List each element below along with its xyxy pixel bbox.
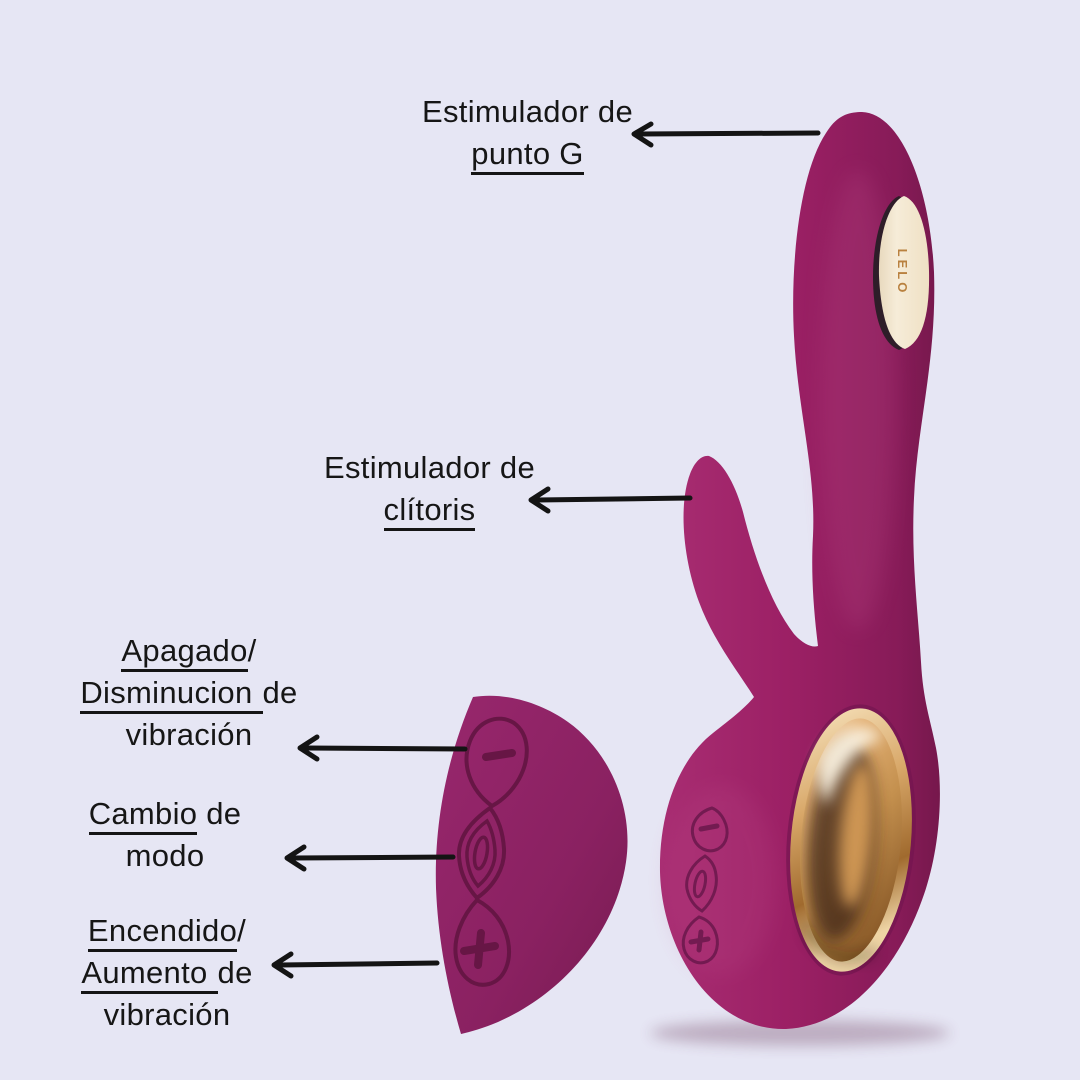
device-shadow [650, 1020, 950, 1046]
label-clitoris-stimulator: Estimulador de clítoris [272, 447, 587, 531]
arrows [271, 121, 821, 979]
minus-glyph [482, 749, 516, 761]
inset-buttons [453, 716, 529, 987]
body-minus-button-icon [690, 806, 729, 853]
control-inset [435, 695, 628, 1034]
body-mode-glyph [692, 869, 708, 899]
label-gspot-line1: Estimulador de [422, 94, 633, 129]
minus-icon [464, 716, 529, 809]
label-mode-line2: modo [125, 838, 205, 873]
mode-wave-core [472, 835, 490, 871]
mode-wave-inner [465, 818, 497, 889]
arrow-clitoris [528, 486, 693, 514]
ring-band [790, 708, 912, 972]
label-power-down-line1: Apagado/ [33, 630, 345, 672]
ring-bottom-shadow [804, 925, 877, 961]
label-clitoris-line1: Estimulador de [324, 450, 535, 485]
plus-glyph [460, 929, 499, 969]
body-minus-glyph [698, 823, 720, 832]
control-inset-shape [435, 695, 628, 1034]
brand-text: LELO [895, 249, 910, 296]
arrow-power-up [271, 951, 440, 979]
label-gspot-stimulator: Estimulador de punto G [370, 91, 685, 175]
label-clitoris-line2: clítoris [272, 489, 587, 531]
brand-plate: LELO [873, 196, 930, 350]
plus-icon [453, 897, 511, 987]
body-mode-button-icon [685, 854, 718, 913]
minus-button [464, 716, 529, 809]
label-power-up-line1: Encendido/ [14, 910, 320, 952]
brand-plate-face [878, 196, 930, 349]
body-highlight [667, 785, 777, 975]
gold-ring [786, 704, 916, 976]
label-mode-change: Cambio de modo [15, 793, 315, 877]
label-power-down-line3: vibración [125, 717, 253, 752]
label-mode-line1: Cambio de [15, 793, 315, 835]
ring-top-highlight [817, 727, 884, 806]
body-plus-glyph [688, 929, 711, 953]
body-control-buttons [681, 806, 729, 965]
label-gspot-line2: punto G [370, 133, 685, 175]
arrow-gspot [631, 121, 821, 148]
body-plus-button-icon [681, 915, 719, 965]
arrow-power-down [297, 734, 468, 762]
arrow-mode [284, 844, 456, 872]
label-power-up-line3: vibración [103, 997, 231, 1032]
plus-button [453, 897, 511, 987]
ring-mirror-reflection [839, 763, 874, 908]
